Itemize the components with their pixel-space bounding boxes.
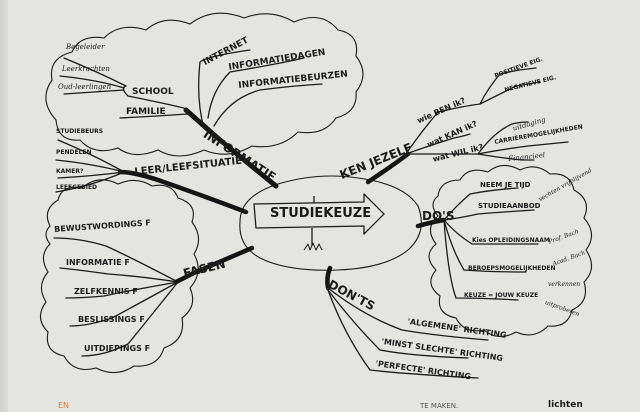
leer-item-kamer: KAMER?: [56, 168, 84, 175]
signpost-arrow: [253, 193, 385, 235]
leer-item-leefgebied: LEEFGEBIED: [56, 184, 98, 191]
do-item-studieaanbod: STUDIEAANBOD: [478, 202, 541, 210]
branch-informatie: [183, 107, 279, 189]
footer-mid-text: TE MAKEN.: [420, 402, 459, 410]
branch-label-dos: DO'S: [422, 209, 455, 223]
label-familie: FAMILIE: [126, 107, 166, 117]
footer-left-text: EN: [58, 401, 70, 410]
fase-uitdiepings: UITDIEPINGS F: [84, 344, 151, 353]
page-footer-strip: EN TE MAKEN. lichten: [0, 400, 640, 412]
footer-right-text: lichten: [548, 400, 583, 410]
school-item-leerkrachten: Leerkrachten: [62, 65, 110, 73]
school-item-oud-leerlingen: Oud-leerlingen: [58, 83, 112, 91]
do-item-keuze: KEUZE = JOUW KEUZE: [464, 292, 539, 299]
book-spine-shadow: [0, 0, 8, 412]
label-school: SCHOOL: [132, 87, 174, 97]
branch-dos: [415, 217, 447, 229]
center-oval: [239, 175, 422, 271]
leer-item-studiebeurs: STUDIEBEURS: [56, 128, 104, 135]
school-item-begeleider: Begeleider: [66, 43, 105, 51]
mindmap-page: STUDIEKEUZE INFORMATIE SCHOOL FAMILIE Be…: [8, 0, 640, 412]
fase-beslissings: BESLISSINGS F: [78, 315, 145, 324]
cloud-informatie: [45, 12, 364, 157]
do-item-neem-je-tijd: NEEM JE TIJD: [480, 181, 531, 189]
do-note-4: verkennen: [548, 281, 581, 288]
branch-leer: [117, 169, 249, 215]
fase-informatie: INFORMATIE F: [66, 258, 130, 267]
fase-zelfkennis: ZELFKENNIS F: [74, 287, 138, 296]
center-title: STUDIEKEUZE: [270, 206, 372, 221]
branch-fasen: [173, 245, 255, 285]
do-item-kies-opleidingsnaam: Kies OPLEIDINGSNAAM: [472, 237, 550, 244]
do-item-beroepsmogelijkheden: BEROEPSMOGELIJKHEDEN: [468, 265, 556, 272]
leer-item-pendelen: PENDELEN: [56, 149, 92, 156]
cloud-dos: [428, 164, 593, 338]
mindmap-drawing: [39, 12, 593, 379]
branch-donts: [325, 265, 333, 291]
branch-kenjezelf: [365, 151, 411, 185]
cloud-fasen: [39, 179, 200, 374]
